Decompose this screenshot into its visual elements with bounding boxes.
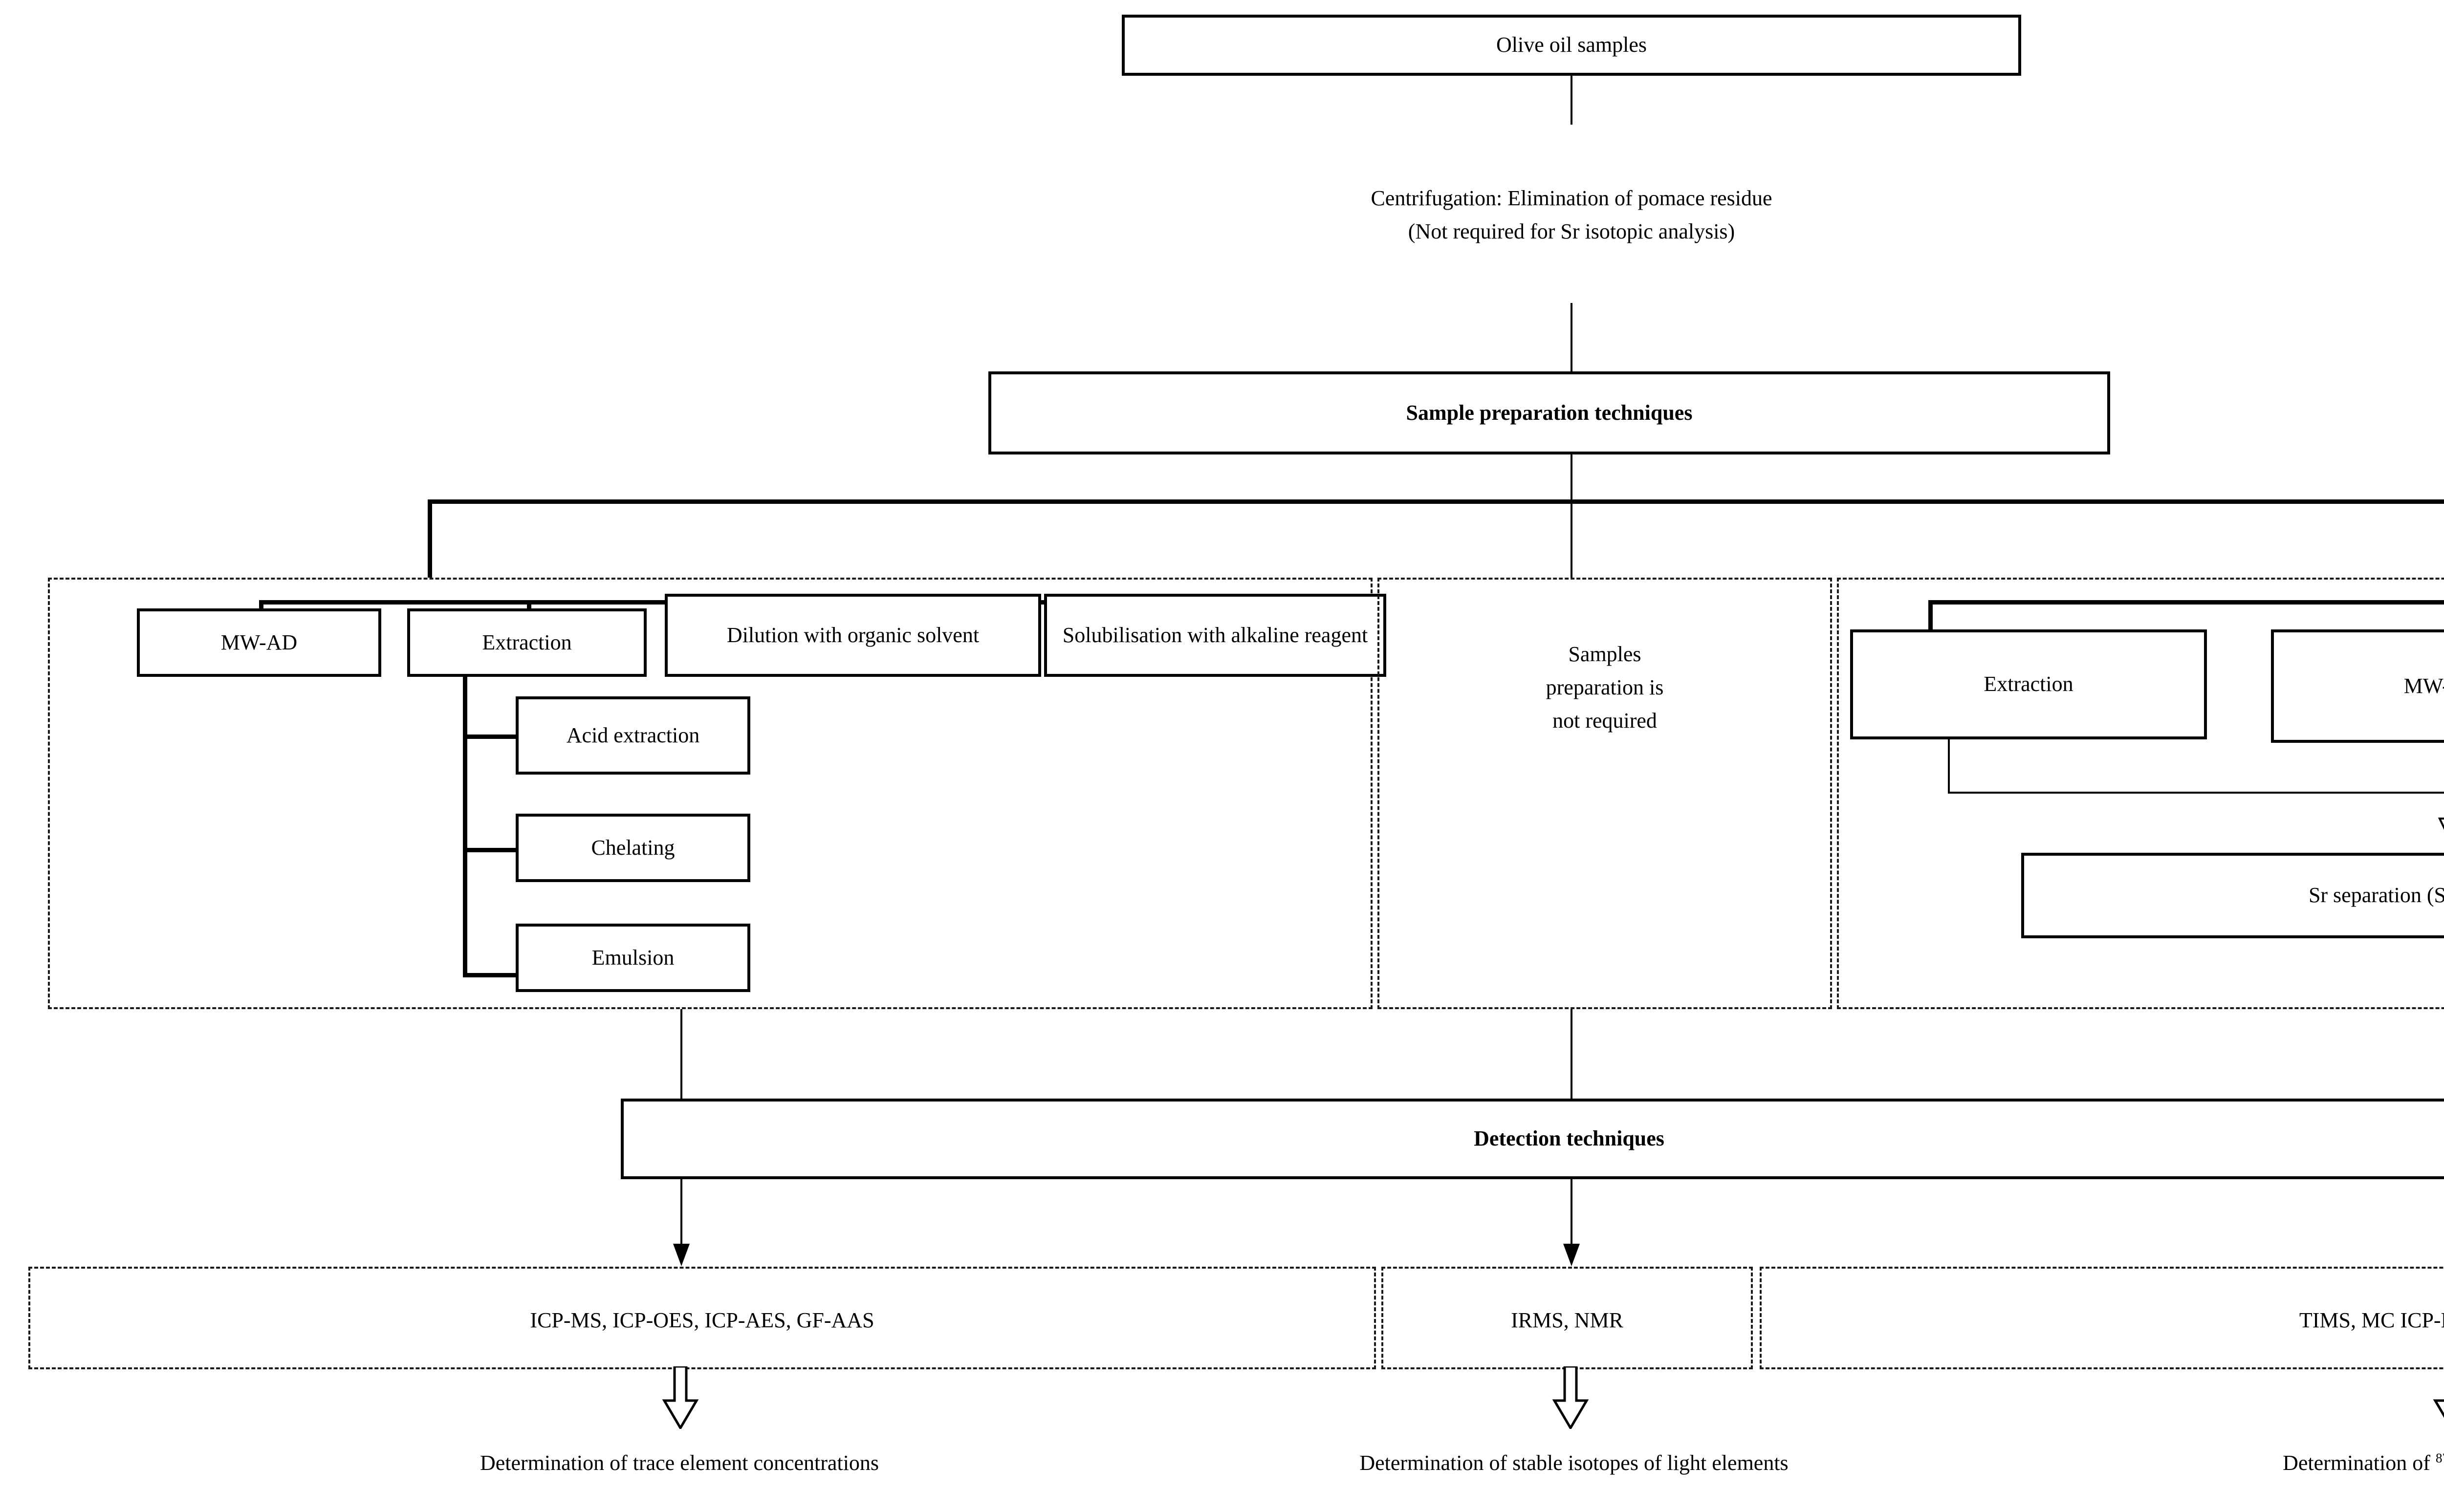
node-acid-extraction-label: Acid extraction [566,723,700,747]
arrow-to-sr-separation [2437,809,2444,848]
arrowhead-detection-to-icp [673,1244,690,1266]
connector-extraction-stub-chelating [463,848,519,852]
node-dilution-organic-solvent: Dilution with organic solvent [665,594,1041,677]
node-sr-separation-label: Sr separation (Sr Eichrom Resin) [2308,883,2444,907]
node-mw-ad-trace-label: MW-AD [220,630,298,654]
node-solubilisation-alkaline-reagent-label: Solubilisation with alkaline reagent [1062,623,1368,647]
note-samples-line2: preparation is [1546,675,1664,700]
node-acid-extraction: Acid extraction [516,696,750,775]
node-detection-techniques-label: Detection techniques [1474,1126,1664,1151]
connector-sample-prep-stem [1571,454,1572,501]
connector-group3-bus [1928,600,2444,605]
node-dilution-organic-solvent-label: Dilution with organic solvent [726,623,980,647]
node-extraction-sr-label: Extraction [1984,672,2073,696]
arrowhead-detection-to-irms [1563,1244,1580,1266]
note-centrifugation-line1: Centrifugation: Elimination of pomace re… [1371,186,1772,210]
node-extraction-trace-label: Extraction [482,630,572,654]
group-detection-trace-elements [28,1267,1376,1369]
connector-group2-to-detection [1571,1009,1572,1100]
connector-bus-drop-middle [1571,499,1572,578]
node-sample-preparation-techniques: Sample preparation techniques [988,371,2110,454]
group-detection-sr-isotopes [1760,1267,2444,1369]
note-samples-preparation-not-required: Samples preparation is not required [1397,638,1812,738]
connector-detection-to-icp [680,1179,682,1250]
node-emulsion-label: Emulsion [591,945,675,970]
note-samples-line3: not required [1552,709,1657,733]
detection-light-isotopes-label: IRMS, NMR [1511,1308,1623,1332]
connector-sample-prep-bus [428,499,2444,504]
connector-extraction-stub-acid [463,734,519,739]
detection-sr-isotopes-label: TIMS, MC ICP-MS [2299,1308,2444,1332]
outcome-sr-isotopic-ratio: Determination of 87Sr/86Sr isotopic rati… [1867,1447,2444,1480]
note-centrifugation-line2: (Not required for Sr isotopic analysis) [1408,219,1735,244]
node-olive-oil-samples-label: Olive oil samples [1496,33,1647,57]
node-solubilisation-alkaline-reagent: Solubilisation with alkaline reagent [1044,594,1386,677]
outcome-stable-isotopes-light-elements: Determination of stable isotopes of ligh… [1359,1451,1789,1475]
node-chelating: Chelating [516,814,750,882]
node-mw-ad-sr-label: MW-AD [2403,673,2444,698]
connector-centrifugation-to-sample-prep [1571,303,1572,371]
group-trace-element-preparation [48,578,1373,1009]
connector-detection-to-irms [1571,1179,1572,1250]
group-sr-isotope-preparation [1837,578,2444,1009]
node-mw-ad-sr: MW-AD [2271,629,2444,743]
node-detection-techniques: Detection techniques [621,1099,2444,1179]
connector-extraction-stub-emulsion [463,973,519,977]
note-samples-line1: Samples [1568,642,1641,666]
note-centrifugation: Centrifugation: Elimination of pomace re… [1075,182,2068,248]
node-extraction-sr: Extraction [1850,629,2207,739]
arrow-to-outcome-trace-elements [661,1366,699,1429]
connector-sr-merge-left-rail [1948,739,1950,793]
connector-bus-drop-left [428,499,432,578]
outcome-sr-prefix: Determination of [2283,1451,2436,1475]
node-chelating-label: Chelating [591,835,675,860]
node-extraction-trace: Extraction [407,608,647,677]
outcome-trace-element-concentrations: Determination of trace element concentra… [480,1451,879,1475]
node-sr-separation: Sr separation (Sr Eichrom Resin) [2021,853,2444,938]
group-light-isotope-preparation [1377,578,1832,1009]
connector-group1-to-detection [680,1009,682,1100]
connector-group3-drop-extraction [1928,600,1933,655]
connector-top-to-centrifugation [1571,76,1572,125]
arrow-to-outcome-sr-isotopes [2432,1366,2444,1429]
detection-trace-elements-label: ICP-MS, ICP-OES, ICP-AES, GF-AAS [530,1308,874,1332]
node-olive-oil-samples: Olive oil samples [1122,15,2021,76]
node-emulsion: Emulsion [516,924,750,992]
connector-sr-merge-bus [1948,792,2444,794]
node-mw-ad-trace: MW-AD [137,608,381,677]
outcome-sr-sup-87: 87 [2435,1450,2444,1466]
node-sample-preparation-techniques-label: Sample preparation techniques [1406,400,1693,425]
arrow-to-outcome-light-isotopes [1551,1366,1590,1429]
connector-extraction-rail [463,677,467,977]
